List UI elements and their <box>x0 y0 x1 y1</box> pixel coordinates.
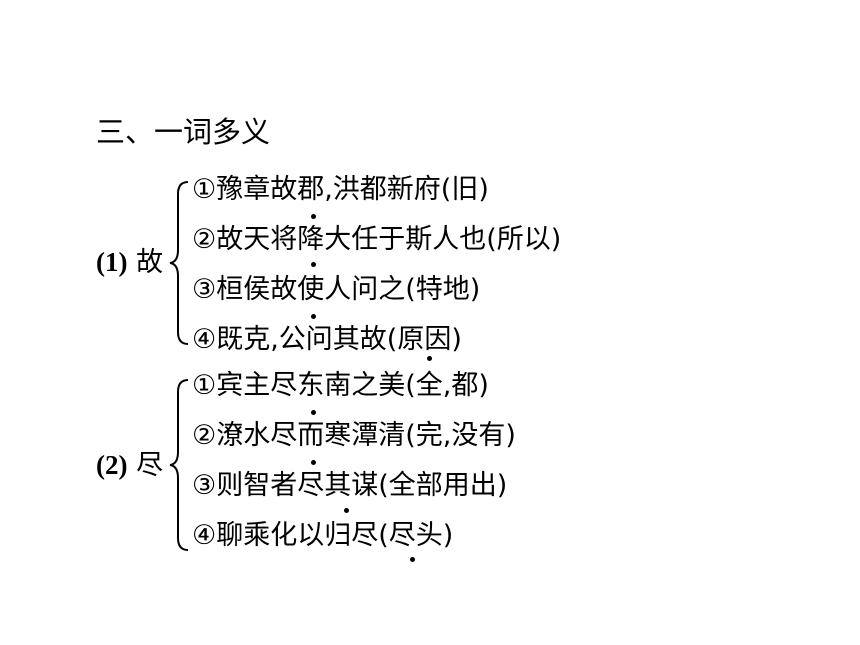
group-2-item-3: ③则智者尽其谋(全部用出) <box>192 470 508 501</box>
group-1-item-1: ①豫章故郡,洪都新府(旧) <box>192 174 489 205</box>
group-2-label: (2) 尽 <box>96 447 163 484</box>
emphasis-dot <box>311 460 316 465</box>
emphasis-dot <box>427 356 432 361</box>
emphasis-dot <box>344 508 349 513</box>
group-1-item-3: ③桓侯故使人问之(特地) <box>192 274 481 305</box>
group-1-word: 故 <box>136 247 164 278</box>
group-1-number: (1) <box>96 247 128 277</box>
emphasis-dot <box>311 314 316 319</box>
group-1-item-4: ④既克,公问其故(原因) <box>192 324 462 355</box>
emphasis-dot <box>311 214 316 219</box>
group-1-brace <box>169 181 189 345</box>
group-1-item-2: ②故天将降大任于斯人也(所以) <box>192 224 562 255</box>
emphasis-dot <box>311 410 316 415</box>
emphasis-dot <box>410 557 415 562</box>
group-2-item-4: ④聊乘化以归尽(尽头) <box>192 520 454 551</box>
group-2-item-1: ①宾主尽东南之美(全,都) <box>192 370 489 401</box>
group-2-item-2: ②潦水尽而寒潭清(完,没有) <box>192 420 516 451</box>
group-1-label: (1) 故 <box>96 244 163 281</box>
group-2-number: (2) <box>96 450 128 480</box>
emphasis-dot <box>311 262 316 267</box>
section-heading: 三、一词多义 <box>96 115 271 149</box>
group-2-word: 尽 <box>136 450 164 481</box>
group-2-brace <box>169 379 189 551</box>
